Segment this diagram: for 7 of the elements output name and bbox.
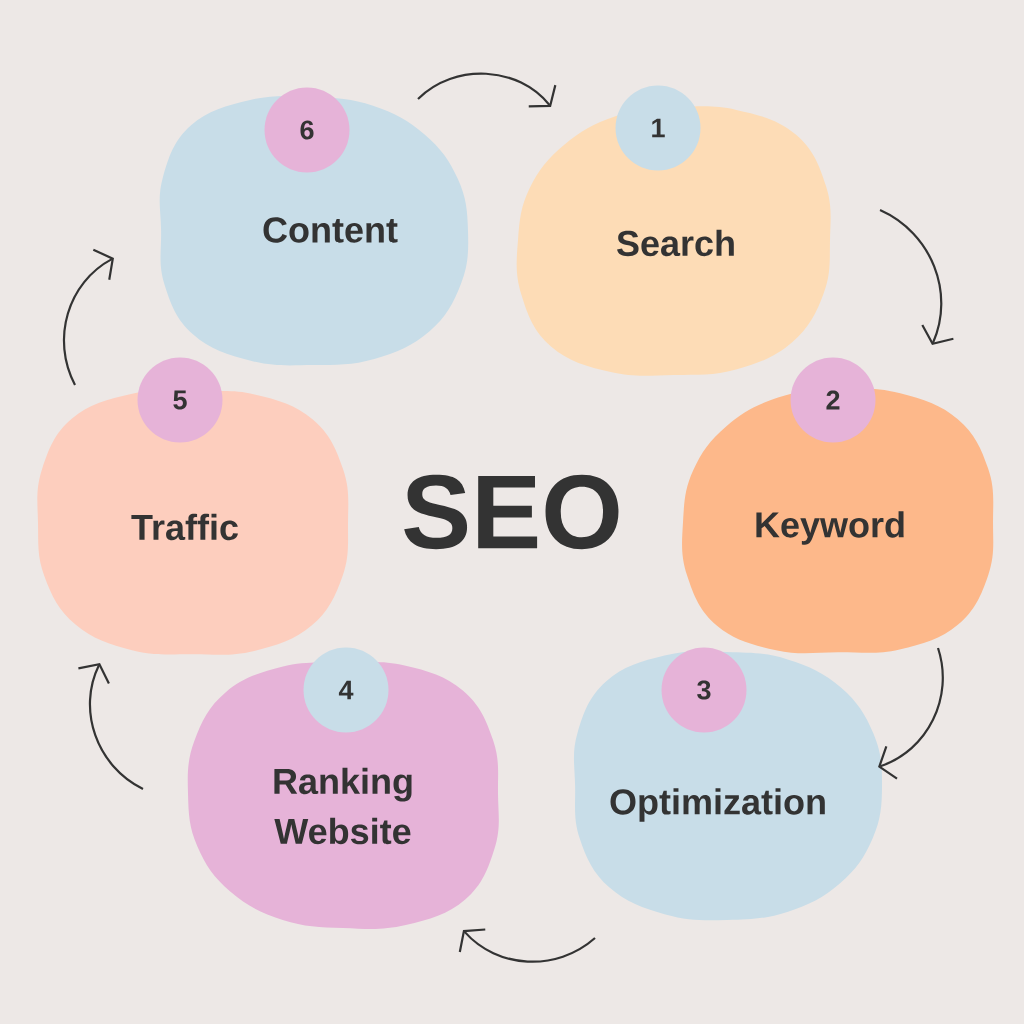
curved-arrow (63, 248, 114, 386)
title: SEO (404, 474, 619, 550)
curved-arrow (879, 209, 954, 345)
curved-arrow (78, 663, 144, 790)
curved-arrow (417, 72, 557, 108)
curved-arrow (878, 647, 944, 780)
curved-arrow (458, 928, 596, 963)
